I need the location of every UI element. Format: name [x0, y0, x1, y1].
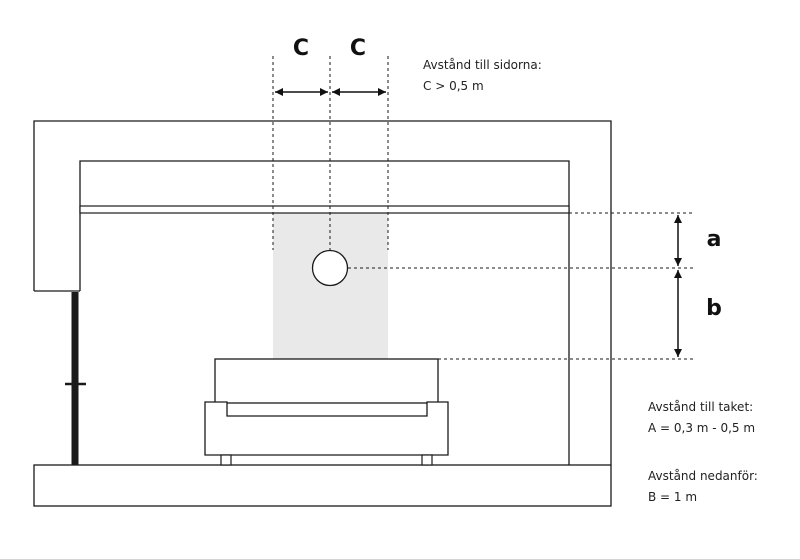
- note-below-value: B = 1 m: [648, 490, 698, 504]
- floor-slab: [33, 464, 612, 507]
- ceiling-rail: [79, 205, 570, 214]
- label-a: a: [707, 227, 722, 252]
- note-below: Avstånd nedanför: B = 1 m: [648, 466, 758, 508]
- note-ceiling: Avstånd till taket: A = 0,3 m - 0,5 m: [648, 397, 755, 439]
- sofa-icon: [204, 358, 449, 466]
- note-ceiling-heading: Avstånd till taket:: [648, 400, 754, 414]
- lamp-icon: [311, 249, 349, 287]
- note-ceiling-value: A = 0,3 m - 0,5 m: [648, 421, 756, 435]
- label-c-right: C: [350, 36, 366, 61]
- inner-wall: [79, 160, 570, 465]
- note-sides-value: C > 0,5 m: [423, 79, 484, 93]
- label-c-left: C: [293, 36, 309, 61]
- outer-wall: [33, 120, 612, 465]
- label-b: b: [706, 296, 722, 321]
- note-sides: Avstånd till sidorna: C > 0,5 m: [423, 55, 542, 97]
- note-sides-heading: Avstånd till sidorna:: [423, 58, 542, 72]
- note-below-heading: Avstånd nedanför:: [648, 469, 758, 483]
